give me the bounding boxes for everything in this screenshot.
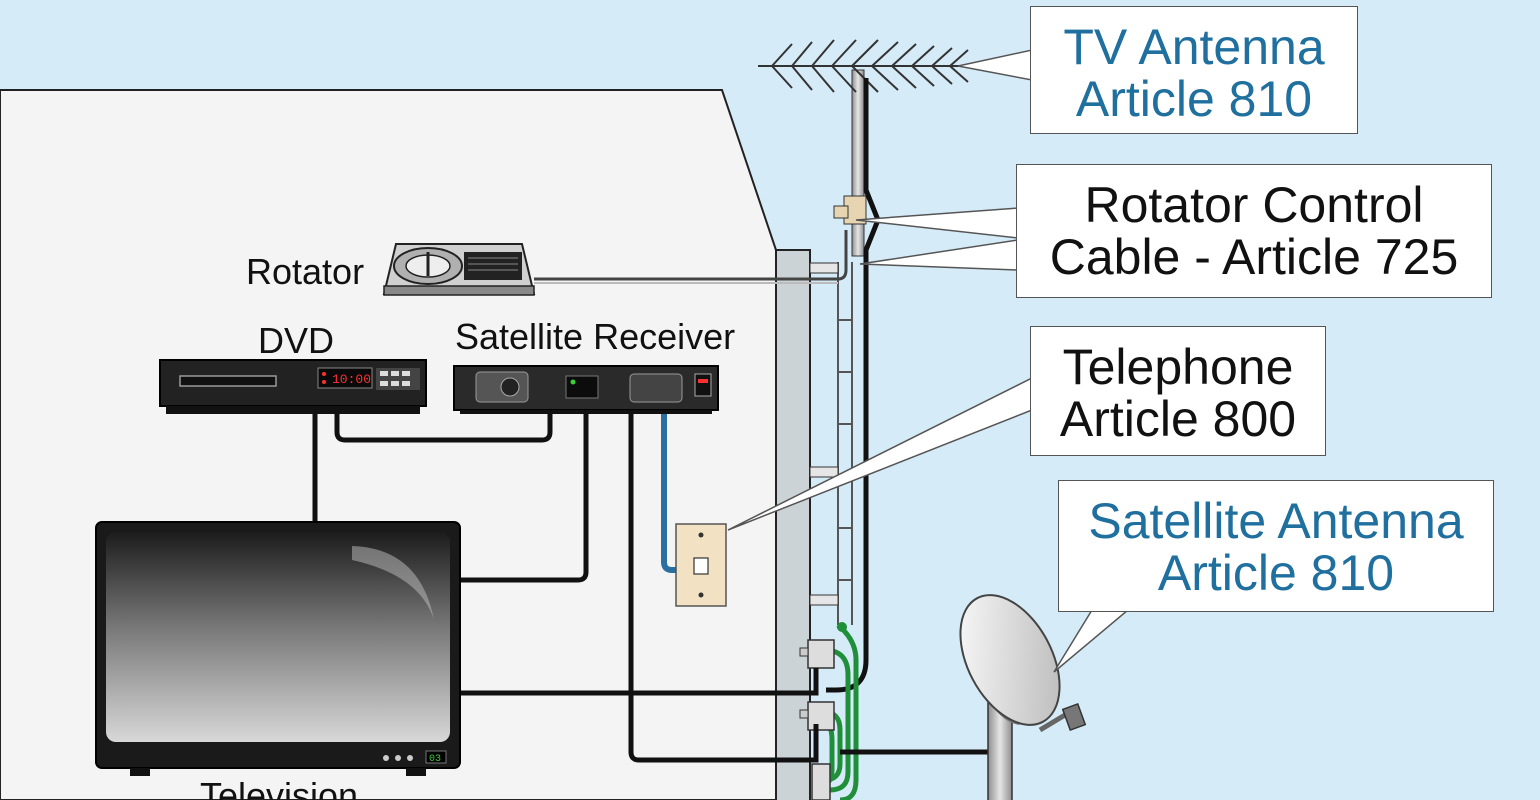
indoor-cables [312,412,819,763]
satellite-receiver-label: Satellite Receiver [455,316,736,357]
grounding-block-2 [799,701,835,731]
satellite-dish [959,594,1087,800]
rotator-control-cable [534,230,848,281]
telephone-jack [675,523,727,607]
rotator-label: Rotator [246,251,365,292]
grounding-block-3 [811,763,831,800]
telephone-callout-line1: Telephone [1062,339,1294,395]
exterior-wall-post [775,249,811,800]
satellite-antenna-callout-line2: Article 810 [1157,545,1395,601]
tv-channel-display: 03 [429,754,441,765]
callout-pointers [727,49,1131,673]
dvd-clock-display: 10:00 [332,372,371,387]
telephone-cable [661,412,700,573]
dvd-player: 10:00 [159,359,427,414]
satellite-antenna-callout-line1: Satellite Antenna [1088,493,1464,549]
tv-antenna-callout: TV Antenna Article 810 [1030,6,1358,134]
grounding-block-1 [799,639,835,669]
tv-antenna [758,39,972,93]
rotator-control-box [382,243,536,296]
satellite-antenna-callout: Satellite Antenna Article 810 [1058,480,1494,612]
television: 03 [95,521,461,776]
rotator-cable-callout-line1: Rotator Control [1084,177,1424,233]
rotator-cable-callout-line2: Cable - Article 725 [1049,229,1459,285]
rotator-cable-callout: Rotator Control Cable - Article 725 [1016,164,1492,298]
tv-antenna-callout-line2: Article 810 [1075,71,1313,127]
tv-antenna-callout-line1: TV Antenna [1063,19,1325,75]
dvd-label: DVD [258,320,335,361]
satellite-receiver [453,365,719,414]
television-label: Television [200,775,359,800]
antenna-mast [809,69,867,625]
antenna-downlead-cable [826,78,881,693]
telephone-callout-line2: Article 800 [1059,391,1297,447]
telephone-callout: Telephone Article 800 [1030,326,1326,456]
